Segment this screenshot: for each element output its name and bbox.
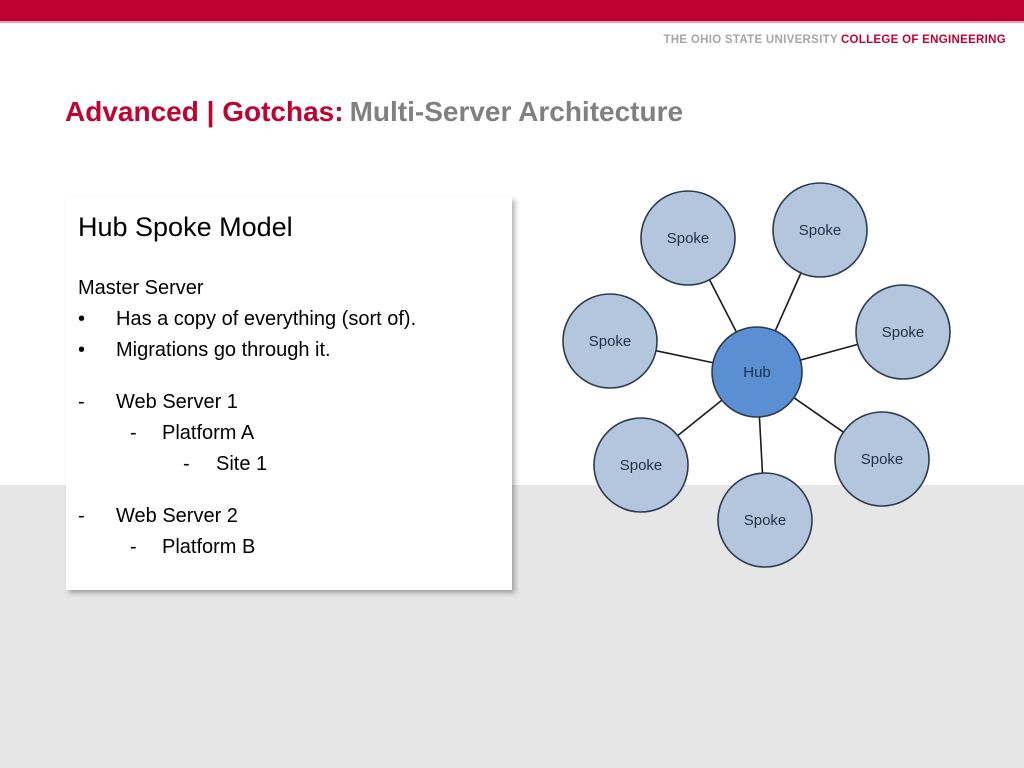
list-item: - Site 1 bbox=[78, 449, 498, 480]
bullet-marker: • bbox=[78, 308, 86, 330]
top-crimson-banner bbox=[0, 0, 1024, 21]
diagram-edge bbox=[675, 398, 724, 438]
spoke-node-circle[interactable] bbox=[640, 190, 736, 286]
bullet-marker: - bbox=[78, 505, 85, 527]
bullet-marker: - bbox=[130, 422, 137, 444]
diagram-edge bbox=[758, 414, 764, 476]
list-item-label: Site 1 bbox=[216, 453, 268, 475]
bullet-marker: - bbox=[78, 391, 85, 413]
brand-college-text: COLLEGE OF ENGINEERING bbox=[840, 34, 1006, 46]
content-heading: Hub Spoke Model bbox=[78, 212, 293, 242]
page-title-accent: Advanced | Gotchas: bbox=[65, 96, 344, 127]
spoke-node-label: Spoke bbox=[589, 333, 632, 350]
list-item-label: Platform A bbox=[162, 422, 255, 444]
list-item: - Web Server 2 bbox=[78, 501, 498, 532]
content-text-box: Hub Spoke Model Master Server • Has a co… bbox=[66, 197, 512, 590]
hub-node-label: Hub bbox=[743, 364, 771, 381]
diagram-edge bbox=[653, 349, 716, 364]
list-item-label: Migrations go through it. bbox=[116, 339, 331, 361]
list-item-label: Web Server 2 bbox=[116, 505, 238, 527]
hub-node-circle[interactable] bbox=[711, 326, 803, 418]
bullet-marker: • bbox=[78, 339, 86, 361]
list-item: Master Server bbox=[78, 277, 204, 299]
spoke-node-circle[interactable] bbox=[855, 284, 951, 380]
diagram-edge bbox=[798, 343, 860, 362]
diagram-edge bbox=[707, 277, 739, 335]
page-title-rest: Multi-Server Architecture bbox=[349, 96, 684, 127]
spoke-node-circle[interactable] bbox=[772, 182, 868, 278]
list-item: • Migrations go through it. bbox=[78, 335, 498, 366]
spacer bbox=[78, 366, 498, 387]
list-item: - Platform B bbox=[78, 532, 498, 563]
spoke-node-circle[interactable] bbox=[562, 293, 658, 389]
banner-underline bbox=[0, 21, 1024, 23]
list-item-label: Platform B bbox=[162, 536, 256, 558]
list-item: - Platform A bbox=[78, 418, 498, 449]
brand-university-text: THE OHIO STATE UNIVERSITY bbox=[663, 34, 838, 46]
spoke-node-label: Spoke bbox=[861, 451, 904, 468]
diagram-edge bbox=[773, 270, 803, 334]
spoke-node-label: Spoke bbox=[744, 512, 787, 529]
spacer bbox=[78, 480, 498, 501]
list-item-label: Has a copy of everything (sort of). bbox=[116, 308, 417, 330]
spoke-node-circle[interactable] bbox=[593, 417, 689, 513]
spacer bbox=[78, 257, 498, 273]
diagram-edge bbox=[791, 395, 846, 434]
spoke-node-label: Spoke bbox=[667, 230, 710, 247]
spoke-node-label: Spoke bbox=[620, 457, 663, 474]
list-item: • Has a copy of everything (sort of). bbox=[78, 304, 498, 335]
bullet-marker: - bbox=[183, 453, 190, 475]
spoke-node-label: Spoke bbox=[882, 324, 925, 341]
page-title: Advanced | Gotchas:Multi-Server Architec… bbox=[65, 94, 683, 130]
spoke-node-circle[interactable] bbox=[717, 472, 813, 568]
diagram-hub-node: Hub bbox=[711, 326, 803, 418]
spoke-node-label: Spoke bbox=[799, 222, 842, 239]
list-item-label: Web Server 1 bbox=[116, 391, 238, 413]
list-item: - Web Server 1 bbox=[78, 387, 498, 418]
bullet-marker: - bbox=[130, 536, 137, 558]
diagram-edges bbox=[653, 270, 860, 476]
spoke-node-circle[interactable] bbox=[834, 411, 930, 507]
